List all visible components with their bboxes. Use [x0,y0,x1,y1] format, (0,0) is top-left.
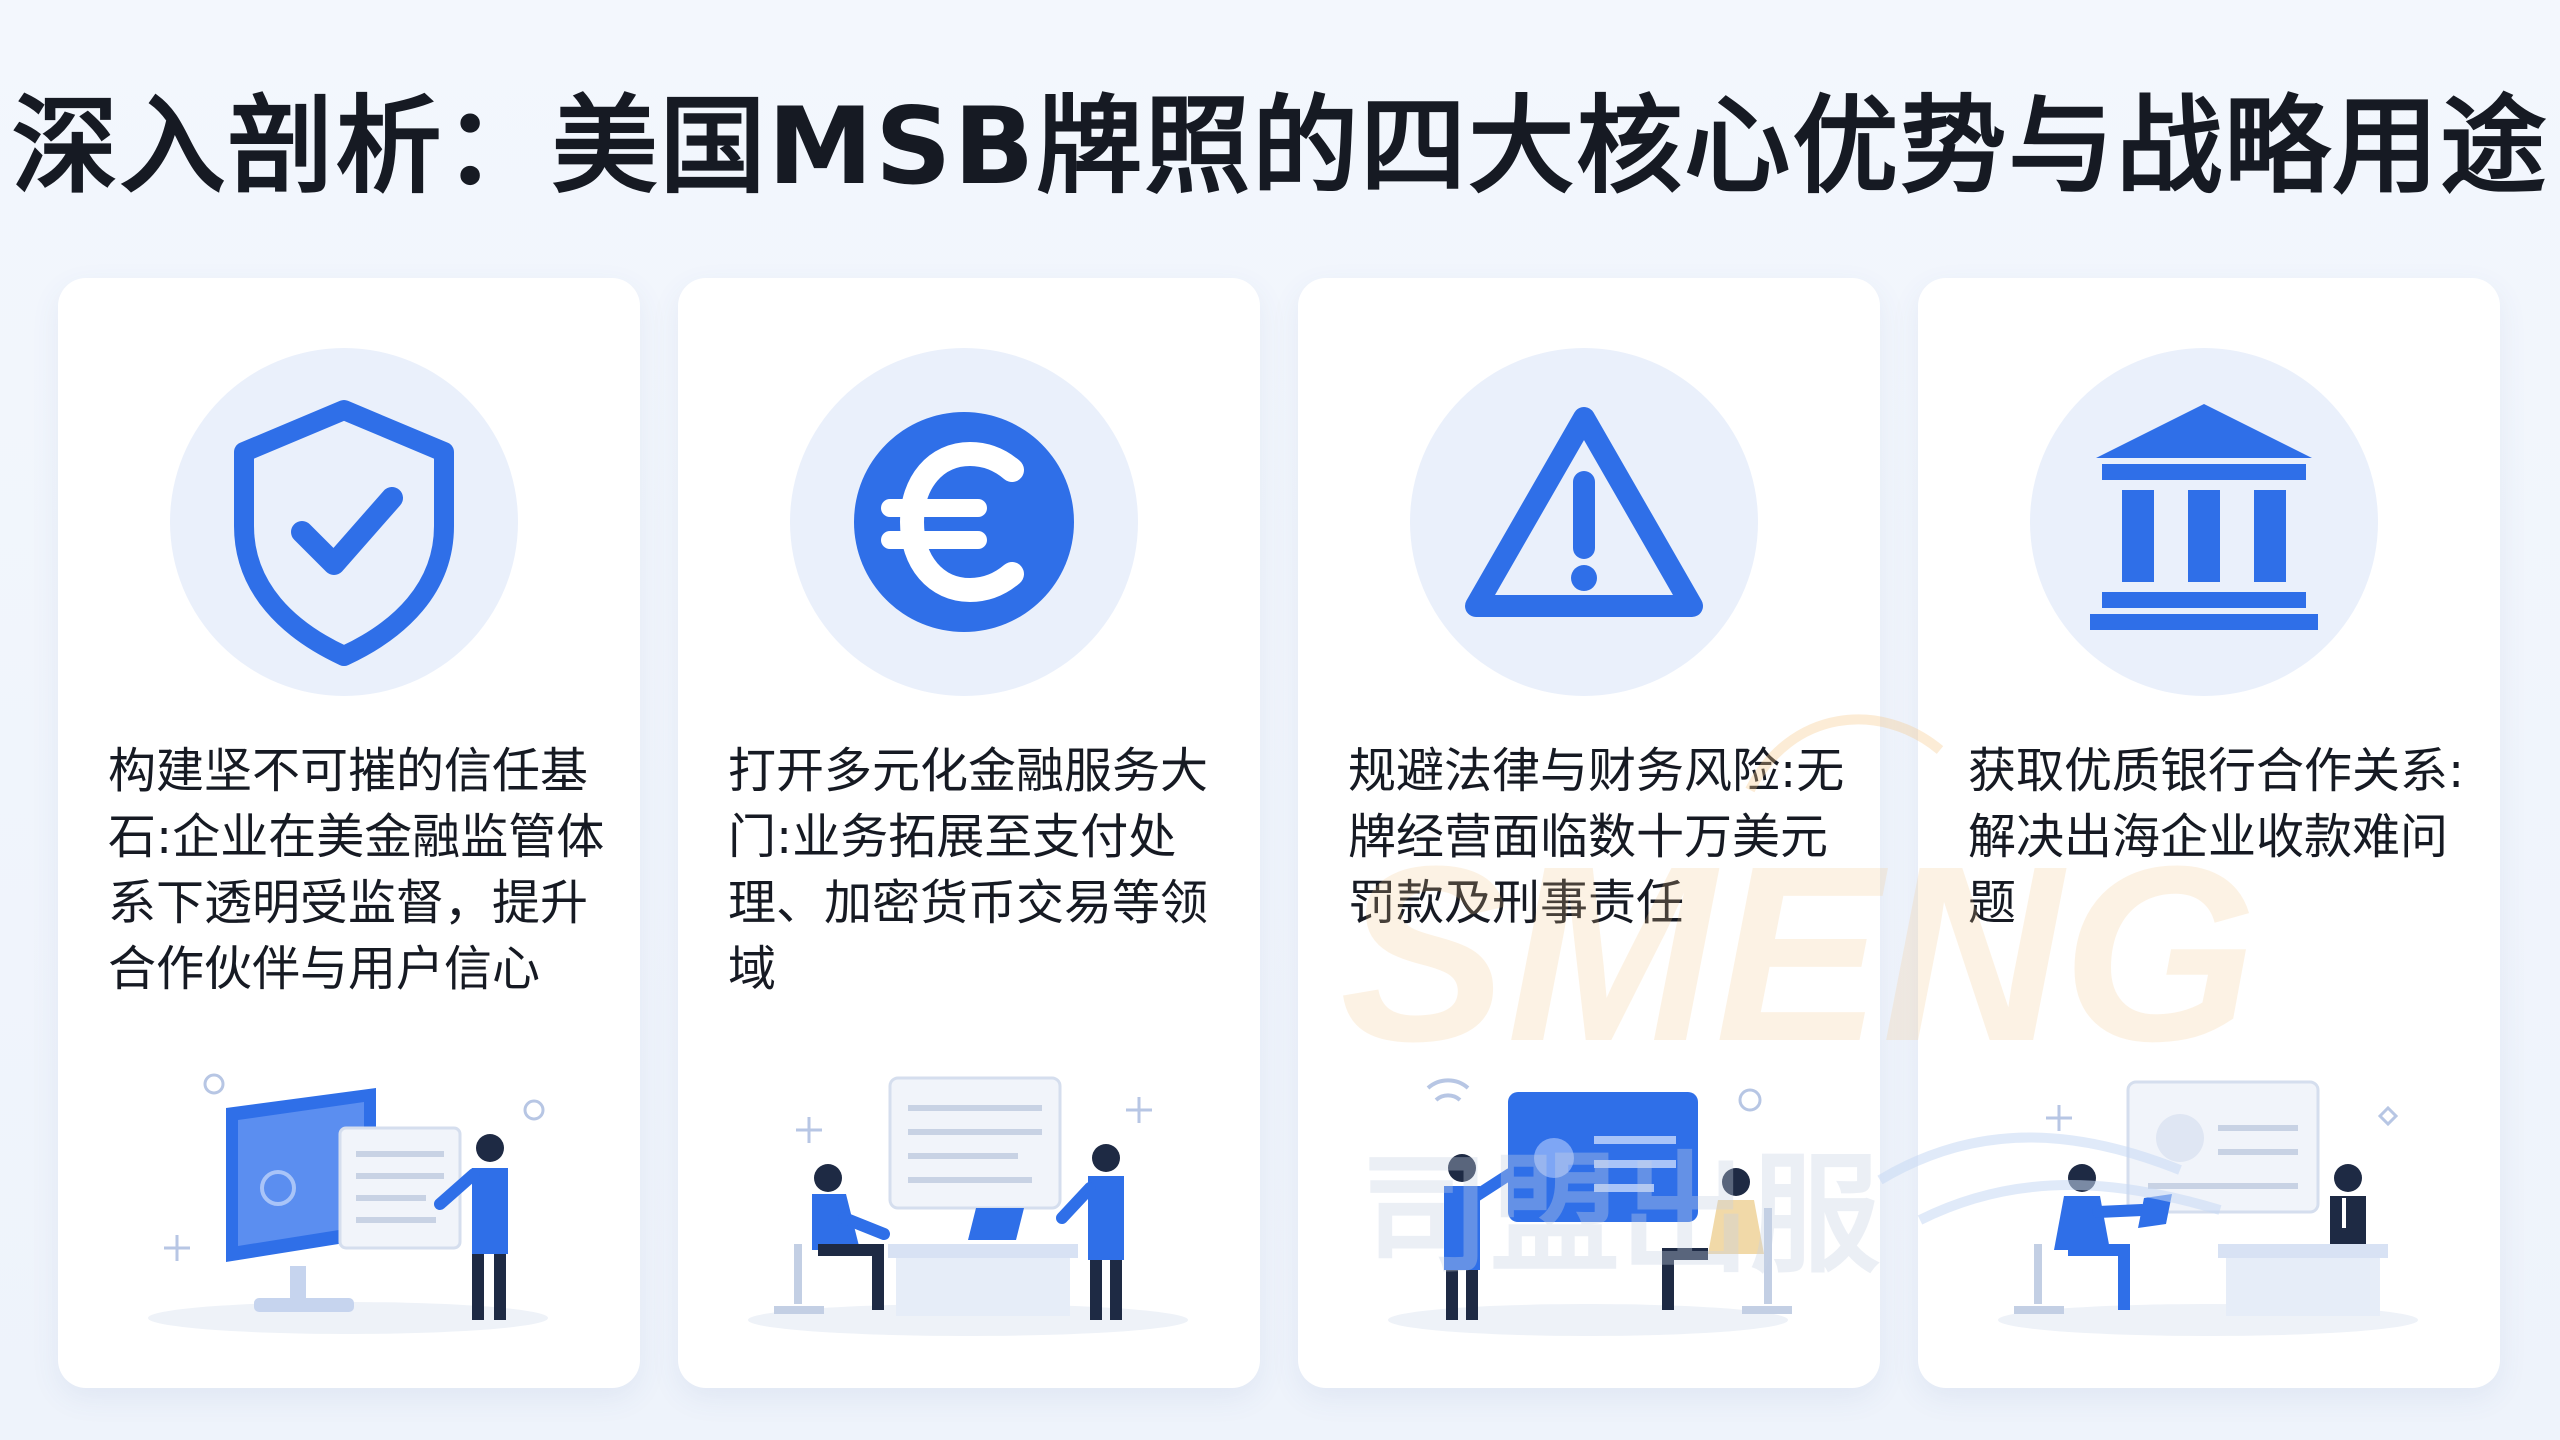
card-heading: 获取优质银行合作关系: [1968,743,2465,799]
office-desk-illustration [748,1076,1188,1336]
card-body: 无牌经营面临数十万美元罚款及刑事责任 [1348,743,1845,931]
card-description: 获取优质银行合作关系: 解决出海企业收款难问题 [1968,738,2488,936]
monitor-presentation-illustration [148,1073,548,1334]
page-title: 深入剖析：美国MSB牌照的四大核心优势与战略用途 [11,85,2549,208]
card-banking-partnership: 获取优质银行合作关系: 解决出海企业收款难问题 [1918,278,2500,1388]
card-diversified-services: 打开多元化金融服务大门:业务拓展至支付处理、加密货币交易等领域 [678,278,1260,1388]
consultation-illustration [1388,1078,1792,1336]
card-trust: 构建坚不可摧的信任基石:企业在美金融监管体系下透明受监督，提升合作伙伴与用户信心 [58,278,640,1388]
bank-building-icon [2030,348,2378,696]
warning-triangle-icon [1410,348,1758,696]
card-heading: 构建坚不可摧的信任基石: [108,743,589,865]
card-description: 打开多元化金融服务大门:业务拓展至支付处理、加密货币交易等领域 [728,738,1248,1002]
bank-meeting-illustration [1998,1080,2418,1336]
shield-check-icon [170,348,518,696]
card-risk-avoidance: 规避法律与财务风险:无牌经营面临数十万美元罚款及刑事责任 [1298,278,1880,1388]
card-description: 规避法律与财务风险:无牌经营面临数十万美元罚款及刑事责任 [1348,738,1868,936]
card-description: 构建坚不可摧的信任基石:企业在美金融监管体系下透明受监督，提升合作伙伴与用户信心 [108,738,628,1002]
card-body: 解决出海企业收款难问题 [1968,809,2449,931]
euro-coin-icon [790,348,1138,696]
card-heading: 打开多元化金融服务大门: [728,743,1209,865]
card-heading: 规避法律与财务风险: [1348,743,1797,799]
card-body: 企业在美金融监管体系下透明受监督，提升合作伙伴与用户信心 [108,809,605,997]
card-body: 业务拓展至支付处理、加密货币交易等领域 [728,809,1209,997]
